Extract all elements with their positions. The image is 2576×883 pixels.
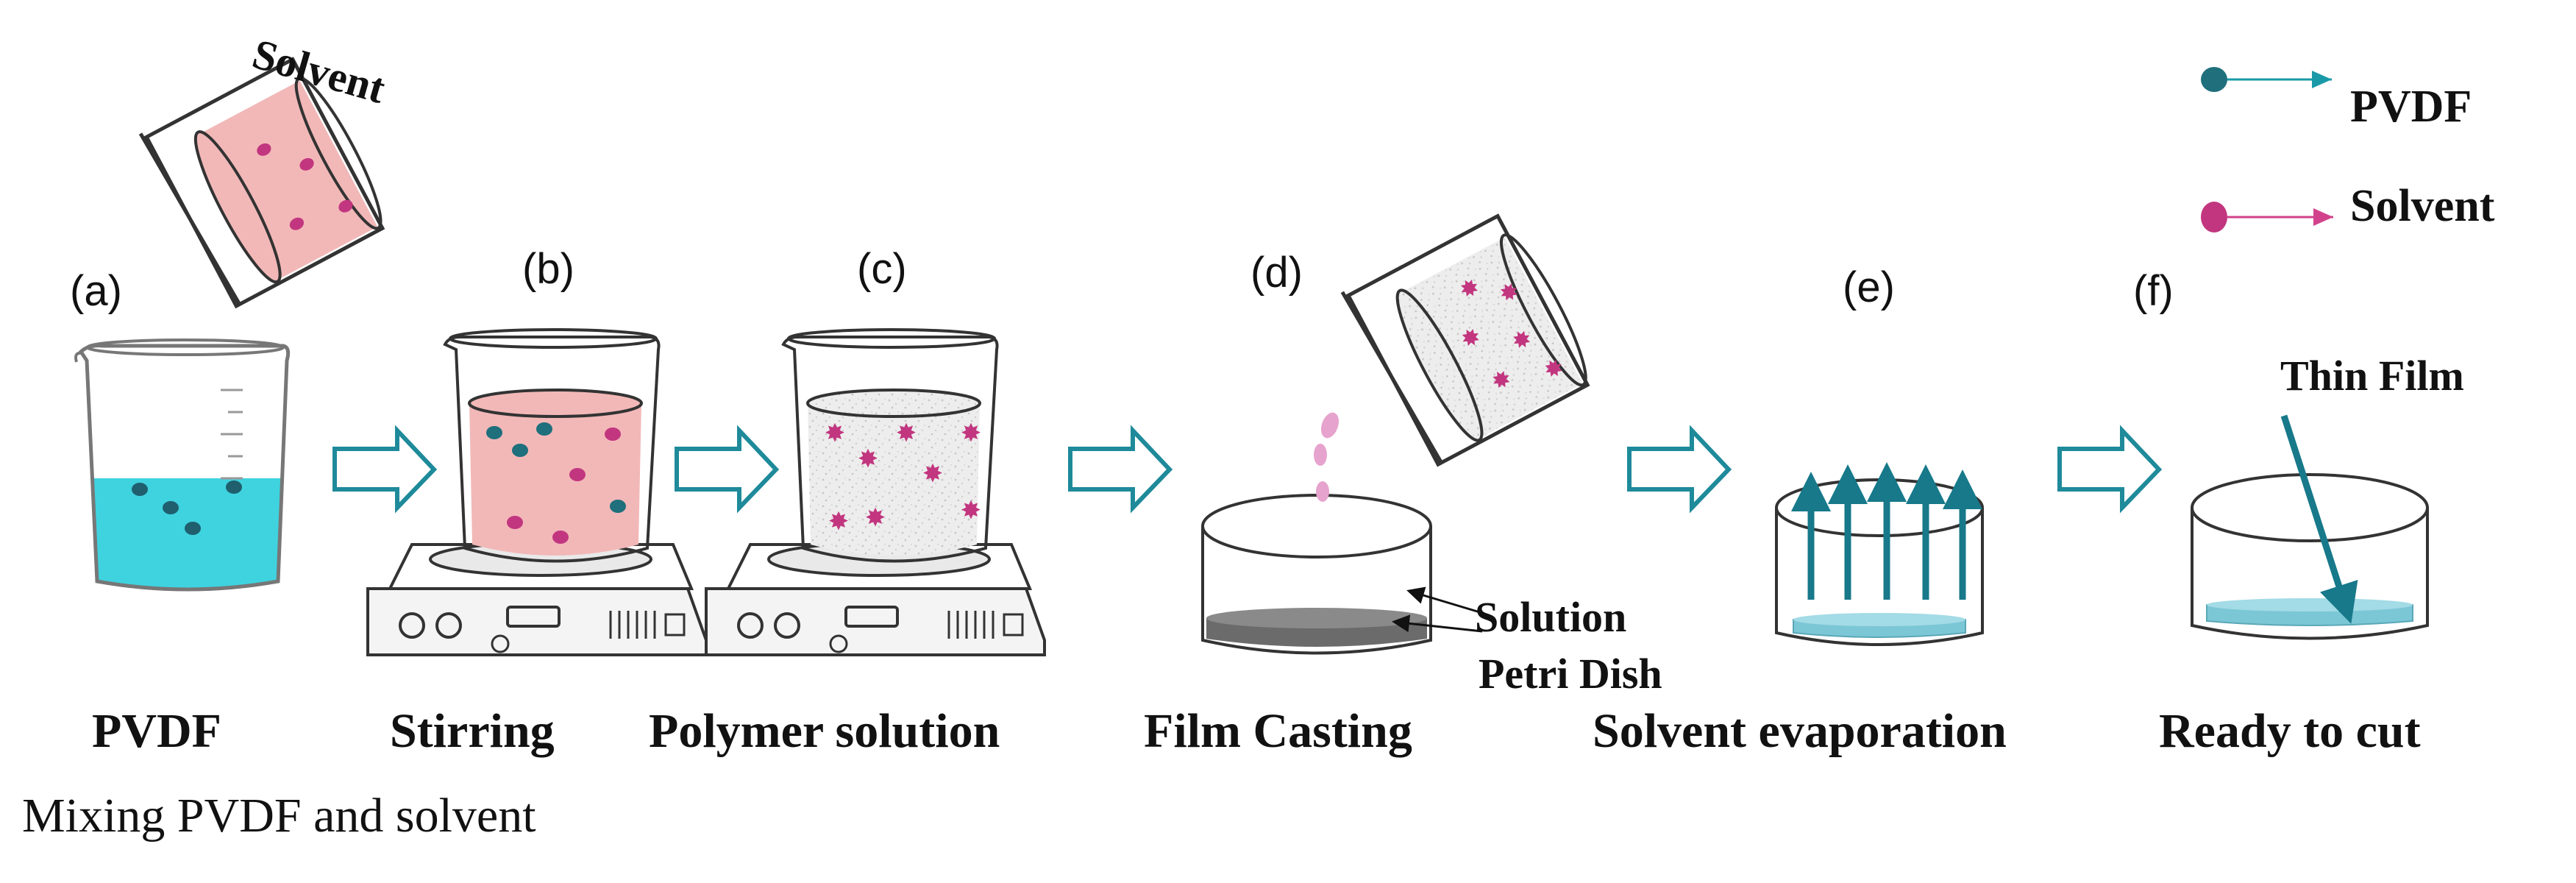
legend-label-solvent: Solvent: [2350, 181, 2495, 231]
step-d-pouring-beaker: ✸✸ ✸✸ ✸✸: [1340, 213, 1590, 467]
svg-text:✸: ✸: [828, 507, 850, 536]
step-a-tag: (a): [70, 267, 122, 315]
step-d-tag: (d): [1250, 249, 1303, 297]
caption-ready-to-cut: Ready to cut: [2159, 704, 2421, 758]
flow-arrows: [332, 425, 2163, 514]
solvent-pouring-beaker: [138, 57, 385, 309]
caption-stirring: Stirring: [390, 704, 555, 758]
svg-text:✸: ✸: [896, 419, 917, 448]
step-b-stirrer: [366, 328, 708, 656]
step-c-stirrer: ✸✸ ✸✸ ✸✸ ✸✸: [705, 328, 1046, 656]
solution-pointer: [1406, 586, 1483, 614]
caption-pvdf: PVDF: [92, 704, 221, 758]
caption-polymer-solution: Polymer solution: [649, 704, 1000, 758]
svg-text:✸: ✸: [858, 444, 879, 474]
step-tags: (a) (b) (c) (d) (e) (f): [70, 245, 2174, 315]
flow-arrow-4: [1627, 425, 1732, 514]
svg-text:✸: ✸: [961, 419, 982, 448]
svg-text:✸: ✸: [865, 503, 886, 533]
thin-film-label: Thin Film: [2280, 352, 2464, 400]
flow-arrow-1: [332, 425, 438, 514]
step-d-petri-dish: [1201, 412, 1432, 655]
flow-arrow-5: [2057, 425, 2163, 514]
step-a-beaker: [74, 338, 291, 592]
svg-text:✸: ✸: [961, 496, 982, 525]
solution-label: Solution: [1475, 593, 1626, 641]
flow-arrow-3: [1068, 425, 1173, 514]
step-f-tag: (f): [2133, 267, 2174, 315]
svg-text:✸: ✸: [922, 459, 944, 489]
caption-film-casting: Film Casting: [1144, 704, 1412, 758]
legend-item-solvent: Solvent: [2201, 181, 2495, 233]
svg-text:✸: ✸: [825, 419, 846, 448]
step-e-tag: (e): [1843, 263, 1895, 311]
step-e-evaporation-dish: [1775, 462, 1984, 646]
step-b-tag: (b): [522, 245, 574, 293]
legend-item-pvdf: PVDF: [2201, 67, 2472, 132]
caption-solvent-evaporation: Solvent evaporation: [1593, 704, 2007, 758]
step-f-thin-film-dish: [2191, 414, 2429, 640]
legend-label-pvdf: PVDF: [2350, 82, 2472, 132]
petri-dish-label: Petri Dish: [1479, 650, 1662, 698]
legend: PVDF Solvent: [2201, 67, 2495, 233]
step-captions: PVDF Stirring Polymer solution Film Cast…: [22, 704, 2421, 843]
step-c-tag: (c): [857, 245, 907, 293]
flow-arrow-2: [675, 425, 780, 514]
caption-mixing-subtitle: Mixing PVDF and solvent: [22, 789, 536, 843]
petri-dish-pointer: [1392, 614, 1483, 633]
